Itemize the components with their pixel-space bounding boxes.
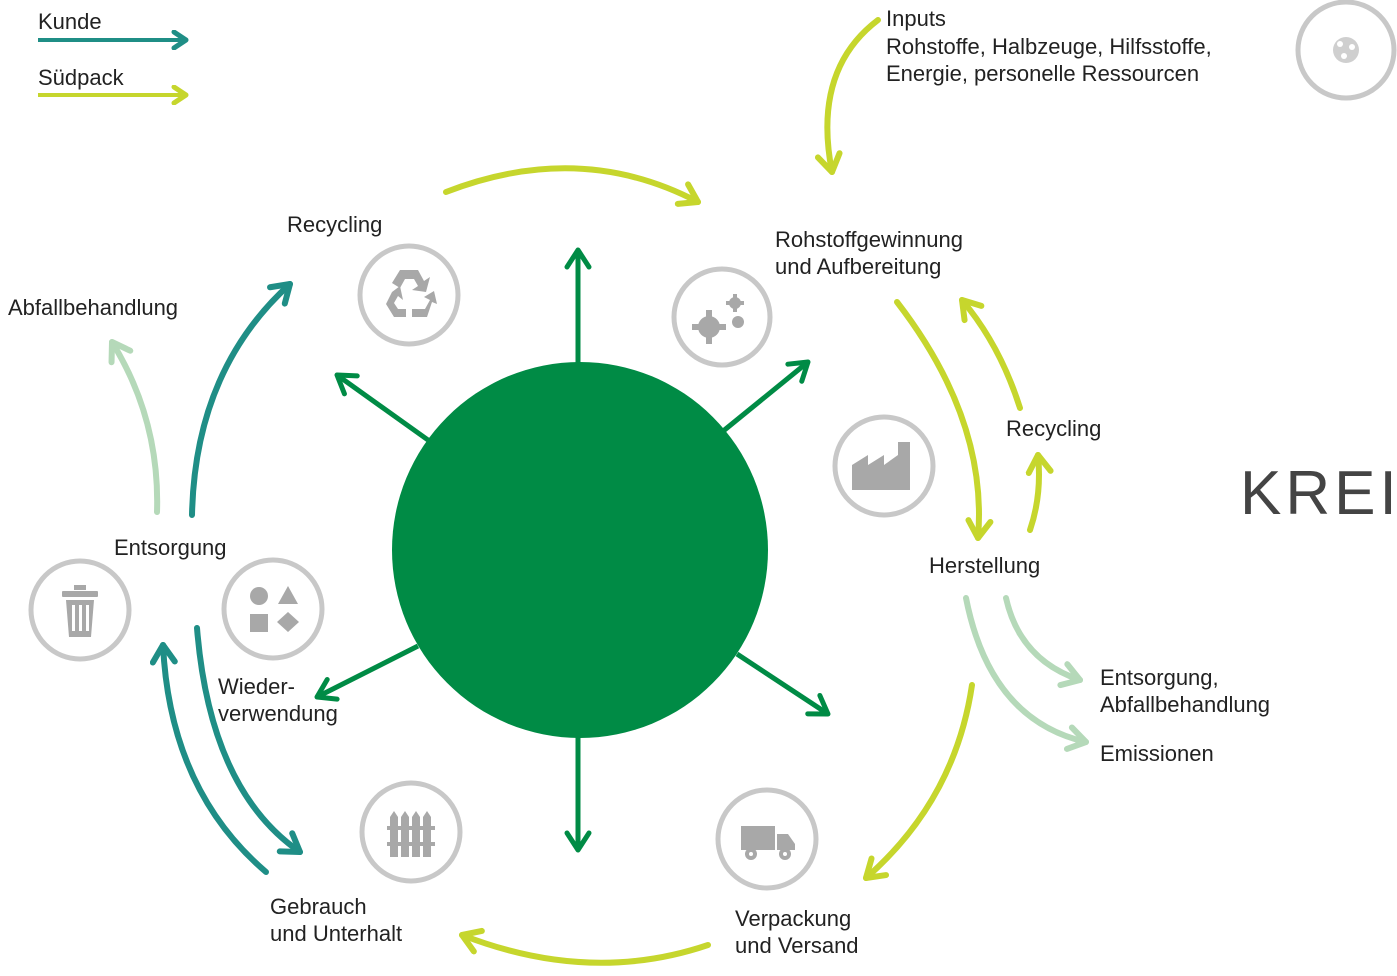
inputs-line-1: Rohstoffe, Halbzeuge, Hilfsstoffe,: [886, 34, 1212, 59]
truck-icon-ring: [715, 787, 819, 891]
entsorgung-right-label-2: Abfallbehandlung: [1100, 692, 1271, 717]
recycling-right-label: Recycling: [1006, 416, 1102, 441]
entsorgung-to-gebrauch-arrow: [194, 625, 303, 855]
top-cycle-arrow: [443, 165, 701, 207]
radial-arrow-up-left: [334, 372, 430, 443]
heading-partial: KREI: [1240, 459, 1397, 528]
radial-arrow-up-right: [720, 359, 811, 434]
fence-icon: [387, 811, 435, 857]
herstellung-to-emissionen-arrow: [963, 595, 1089, 752]
entsorgung-right-label-1: Entsorgung,: [1100, 665, 1219, 690]
entsorgung-to-recycling-arrow: [189, 281, 293, 518]
legend-label-suedpack: Südpack: [38, 65, 124, 90]
rohstoff-label-1: Rohstoffgewinnung: [775, 227, 963, 252]
wiederverwendung-label-1: Wieder-: [218, 674, 296, 699]
verpackung-label-1: Verpackung: [735, 906, 852, 931]
corner-icon-ring: [1295, 0, 1397, 101]
gears-icon-ring: [671, 266, 773, 368]
gears-icon: [692, 294, 744, 344]
inputs-line-2: Energie, personelle Ressourcen: [886, 61, 1200, 86]
fence-icon-ring: [359, 780, 463, 884]
abfall-left-arrow: [108, 339, 161, 515]
entsorgung-left-label: Entsorgung: [114, 535, 227, 560]
shapes-icon: [250, 586, 299, 632]
gebrauch-label-2: und Unterhalt: [270, 921, 403, 946]
radial-arrows: [314, 247, 831, 853]
recycling-return-arrow-1: [1025, 452, 1054, 533]
recycling-return-arrow-2: [959, 297, 1023, 411]
inputs-arrow: [814, 17, 881, 175]
emissionen-label: Emissionen: [1100, 741, 1214, 766]
legend-label-kunde: Kunde: [38, 9, 102, 34]
inputs-title: Inputs: [886, 6, 946, 31]
factory-icon-ring: [832, 414, 936, 518]
corner-icon: [1333, 37, 1359, 63]
rohstoff-label-2: und Aufbereitung: [775, 254, 942, 279]
recycling-top-label: Recycling: [287, 212, 383, 237]
verpackung-to-gebrauch-arrow: [459, 927, 711, 966]
center-circle: [392, 362, 768, 738]
gebrauch-label-1: Gebrauch: [270, 894, 367, 919]
gebrauch-to-entsorgung-arrow: [149, 642, 269, 875]
trash-icon: [62, 585, 98, 637]
rohstoff-to-herstellung-arrow: [894, 299, 994, 541]
abfall-left-label: Abfallbehandlung: [8, 295, 179, 320]
trash-icon-ring: [28, 558, 132, 662]
recycle-icon: [386, 270, 437, 317]
radial-arrow-down-right: [735, 651, 831, 717]
factory-icon: [852, 442, 910, 490]
recycle-icon-ring: [357, 243, 461, 347]
herstellung-label: Herstellung: [929, 553, 1041, 578]
shapes-icon-ring: [221, 557, 325, 661]
radial-arrow-down-left: [314, 643, 420, 702]
verpackung-label-2: und Versand: [735, 933, 859, 958]
wiederverwendung-label-2: verwendung: [218, 701, 338, 726]
herstellung-to-entsorgung-arrow: [1003, 595, 1083, 689]
truck-icon: [741, 826, 795, 860]
herstellung-to-verpackung-arrow: [863, 682, 975, 881]
